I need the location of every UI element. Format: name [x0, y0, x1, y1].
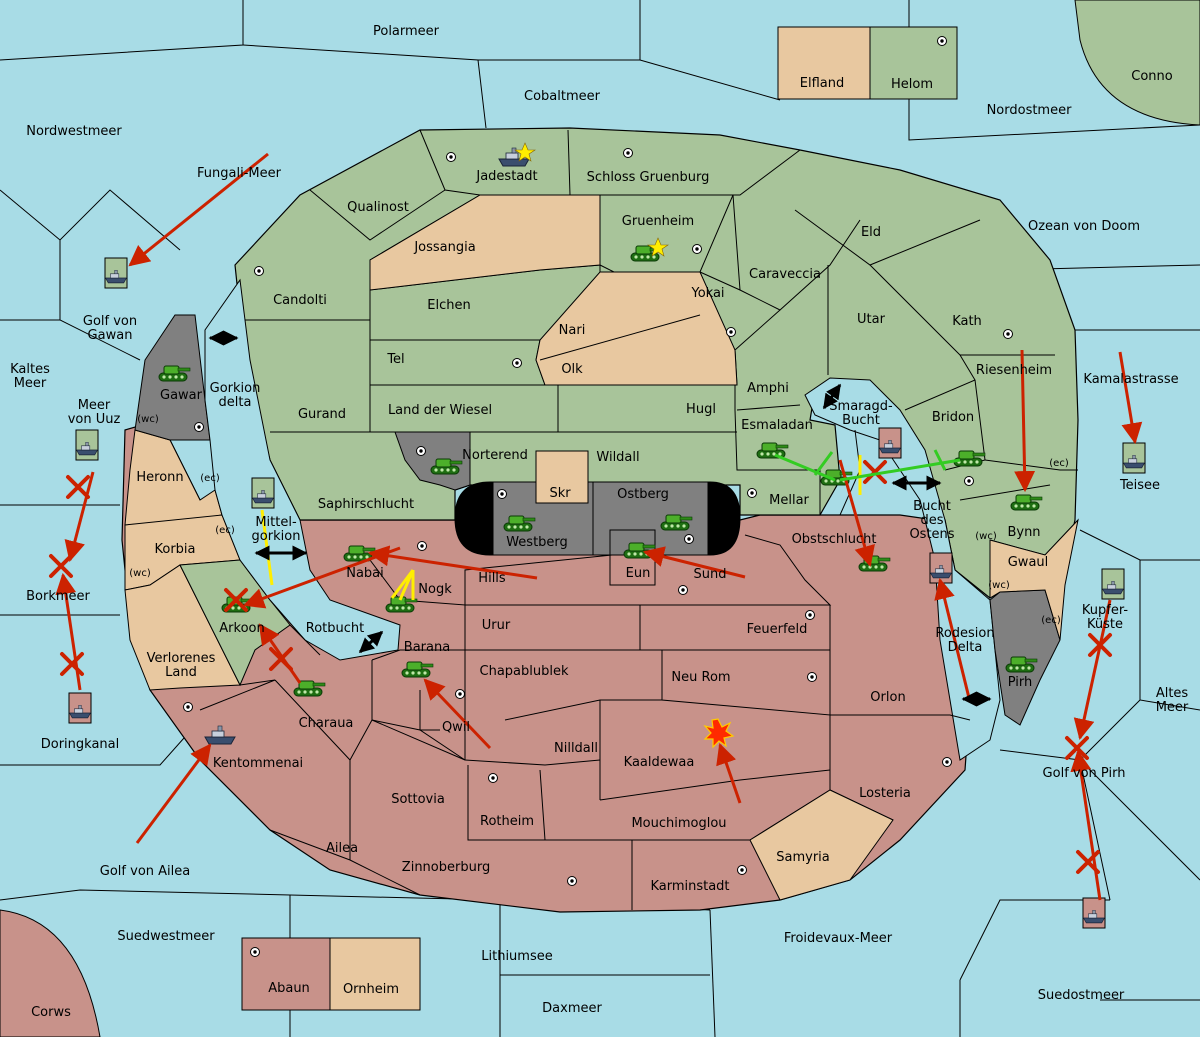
- tank-icon: [430, 458, 463, 475]
- tank-icon: [1010, 494, 1043, 511]
- land-nari[interactable]: [535, 271, 738, 386]
- tank-icon: [623, 542, 656, 559]
- land-ornheim[interactable]: [329, 937, 421, 1011]
- dislodged-units[interactable]: [68, 257, 1146, 929]
- tank-icon: [858, 555, 891, 572]
- land-jossangia[interactable]: [369, 194, 601, 291]
- ship-icon: [68, 692, 92, 724]
- ship-icon: [929, 552, 953, 584]
- ship-icon: [1122, 442, 1146, 474]
- explosion-icon: [703, 718, 735, 749]
- ship-icon: [75, 429, 99, 461]
- land-norterend[interactable]: [394, 431, 471, 491]
- south-region-borders: [199, 529, 971, 910]
- ship-icon: [251, 477, 275, 509]
- tank-icon: [953, 450, 986, 467]
- tank-icon: [756, 442, 789, 459]
- land-gwaul[interactable]: [989, 518, 1079, 641]
- ship-icon: [104, 257, 128, 289]
- star-icon: [647, 237, 669, 257]
- land-conno[interactable]: [1074, 0, 1200, 126]
- sea-gorkion-channel[interactable]: [204, 278, 401, 661]
- ship-icon: [878, 427, 902, 459]
- order-arrows: [55, 152, 1143, 901]
- land-skr[interactable]: [535, 450, 589, 504]
- tank-icon: [503, 515, 536, 532]
- ship-icon: [1101, 568, 1125, 600]
- ship-icon: [1082, 897, 1106, 929]
- adjacency-arrows: [208, 330, 992, 707]
- tank-icon: [1005, 656, 1038, 673]
- tank-icon: [660, 514, 693, 531]
- star-icon: [514, 142, 536, 162]
- home-stars: [514, 142, 669, 257]
- land-verlorenes-land[interactable]: [124, 564, 241, 691]
- tank-icon: [158, 365, 191, 382]
- land-samyria[interactable]: [749, 789, 894, 901]
- land-elfland[interactable]: [777, 26, 871, 100]
- tank-icon: [401, 661, 434, 678]
